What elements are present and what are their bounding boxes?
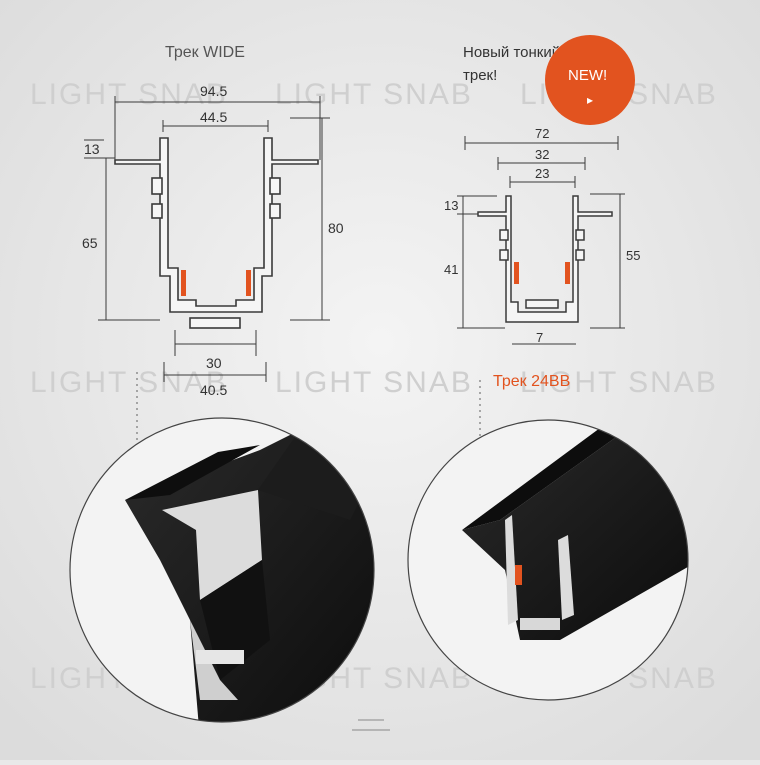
watermark-1: LIGHT SNAB xyxy=(30,78,228,111)
dim-r-height-right: 55 xyxy=(626,248,640,263)
right-dimension-labels: 72 32 23 13 41 55 7 xyxy=(444,126,640,345)
right-render-circle-outline xyxy=(407,419,689,701)
dim-r-top-overall: 72 xyxy=(535,126,549,141)
dim-r-bottom: 7 xyxy=(536,330,543,345)
new-badge-arrow: ▸ xyxy=(587,93,593,107)
right-dimension-lines xyxy=(457,136,625,345)
dim-r-inner: 23 xyxy=(535,166,549,181)
dim-right-height: 80 xyxy=(328,220,344,236)
dim-r-mid: 32 xyxy=(535,147,549,162)
watermark-5: LIGHT SNAB xyxy=(275,366,473,399)
dim-left-bottom-outer: 40.5 xyxy=(200,382,227,398)
dim-left-top-overall: 94.5 xyxy=(200,83,227,99)
dim-r-height-left: 41 xyxy=(444,262,458,277)
right-track-title-line2: трек! xyxy=(463,67,497,84)
left-track-title: Трек WIDE xyxy=(165,44,245,61)
dim-left-height: 65 xyxy=(82,235,98,251)
right-render xyxy=(462,420,688,640)
dim-left-top-inner: 44.5 xyxy=(200,109,227,125)
left-profile-contacts xyxy=(181,270,251,296)
dim-left-flange: 13 xyxy=(84,141,100,157)
right-profile-section xyxy=(477,195,613,323)
right-profile-contacts xyxy=(514,262,570,284)
left-profile-section xyxy=(114,137,319,329)
left-render xyxy=(125,430,374,722)
right-track-title-line1: Новый тонкий xyxy=(463,44,560,61)
new-badge-label: NEW! xyxy=(568,67,607,84)
new-badge xyxy=(545,35,635,125)
watermark-4: LIGHT SNAB xyxy=(30,366,228,399)
left-dimension-labels: 94.5 44.5 13 65 80 30 40.5 xyxy=(82,83,344,398)
left-dimension-lines xyxy=(84,96,330,382)
dim-r-flange: 13 xyxy=(444,198,458,213)
watermark-2: LIGHT SNAB xyxy=(275,78,473,111)
dim-left-bottom-inner: 30 xyxy=(206,355,222,371)
watermark-6: LIGHT SNAB xyxy=(520,366,718,399)
right-track-label: Трек 24ВВ xyxy=(493,373,570,390)
left-render-circle-outline xyxy=(69,417,375,723)
